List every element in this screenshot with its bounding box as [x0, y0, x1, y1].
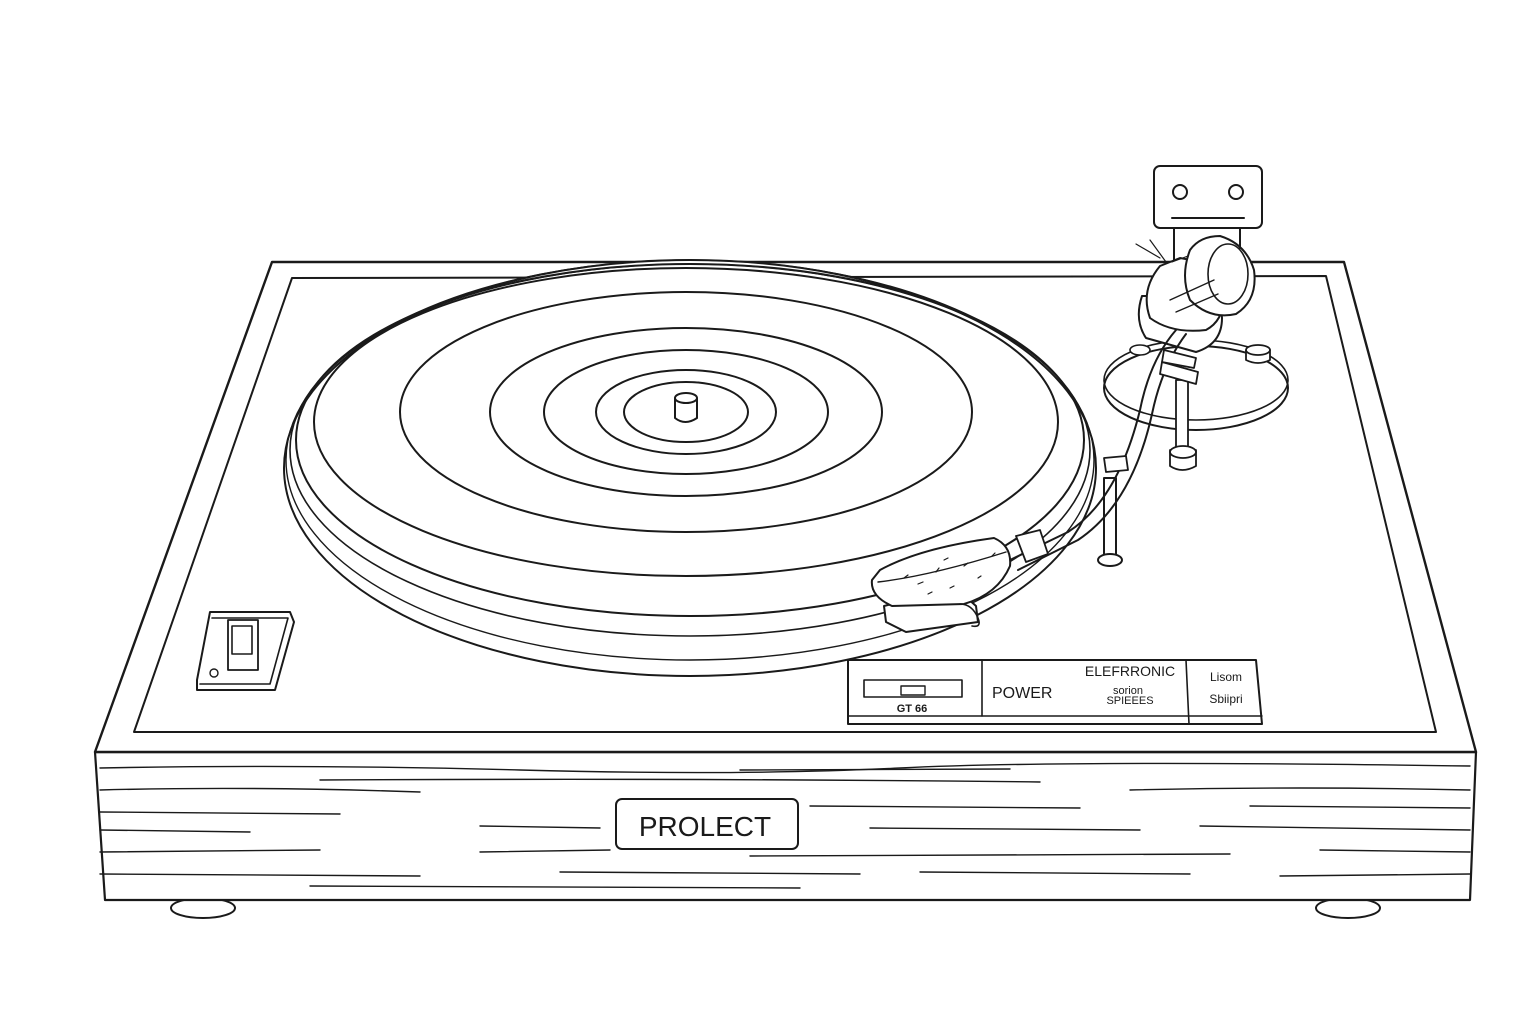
spindle — [674, 392, 698, 423]
tonearm-pivot — [1135, 235, 1256, 353]
panel-side-line-1: Lisom — [1210, 670, 1242, 684]
brand-plate: PROLECT — [615, 798, 799, 850]
slot-label: GT 66 — [897, 703, 928, 715]
display-slot[interactable] — [863, 679, 963, 698]
arm-rest-post — [1097, 477, 1123, 567]
panel-heading: ELEFRRONIC — [1085, 663, 1175, 679]
control-panel: GT 66 POWER ELEFRRONIC sorion SPIEEES Li… — [847, 659, 1263, 725]
panel-sub-line-1: sorion — [1113, 685, 1143, 697]
start-switch[interactable] — [196, 611, 295, 691]
tonearm-base — [1103, 339, 1289, 471]
brand-plate-label: PROLECT — [639, 811, 771, 842]
headshell[interactable] — [870, 537, 1012, 633]
face-box-icon — [1153, 165, 1263, 261]
vinyl-record — [313, 267, 1059, 577]
panel-sub-line-2: SPIEEES — [1106, 695, 1153, 707]
tonearm[interactable] — [1009, 329, 1199, 571]
panel-side-line-2: Sbiipri — [1209, 692, 1242, 706]
power-label: POWER — [992, 685, 1052, 702]
